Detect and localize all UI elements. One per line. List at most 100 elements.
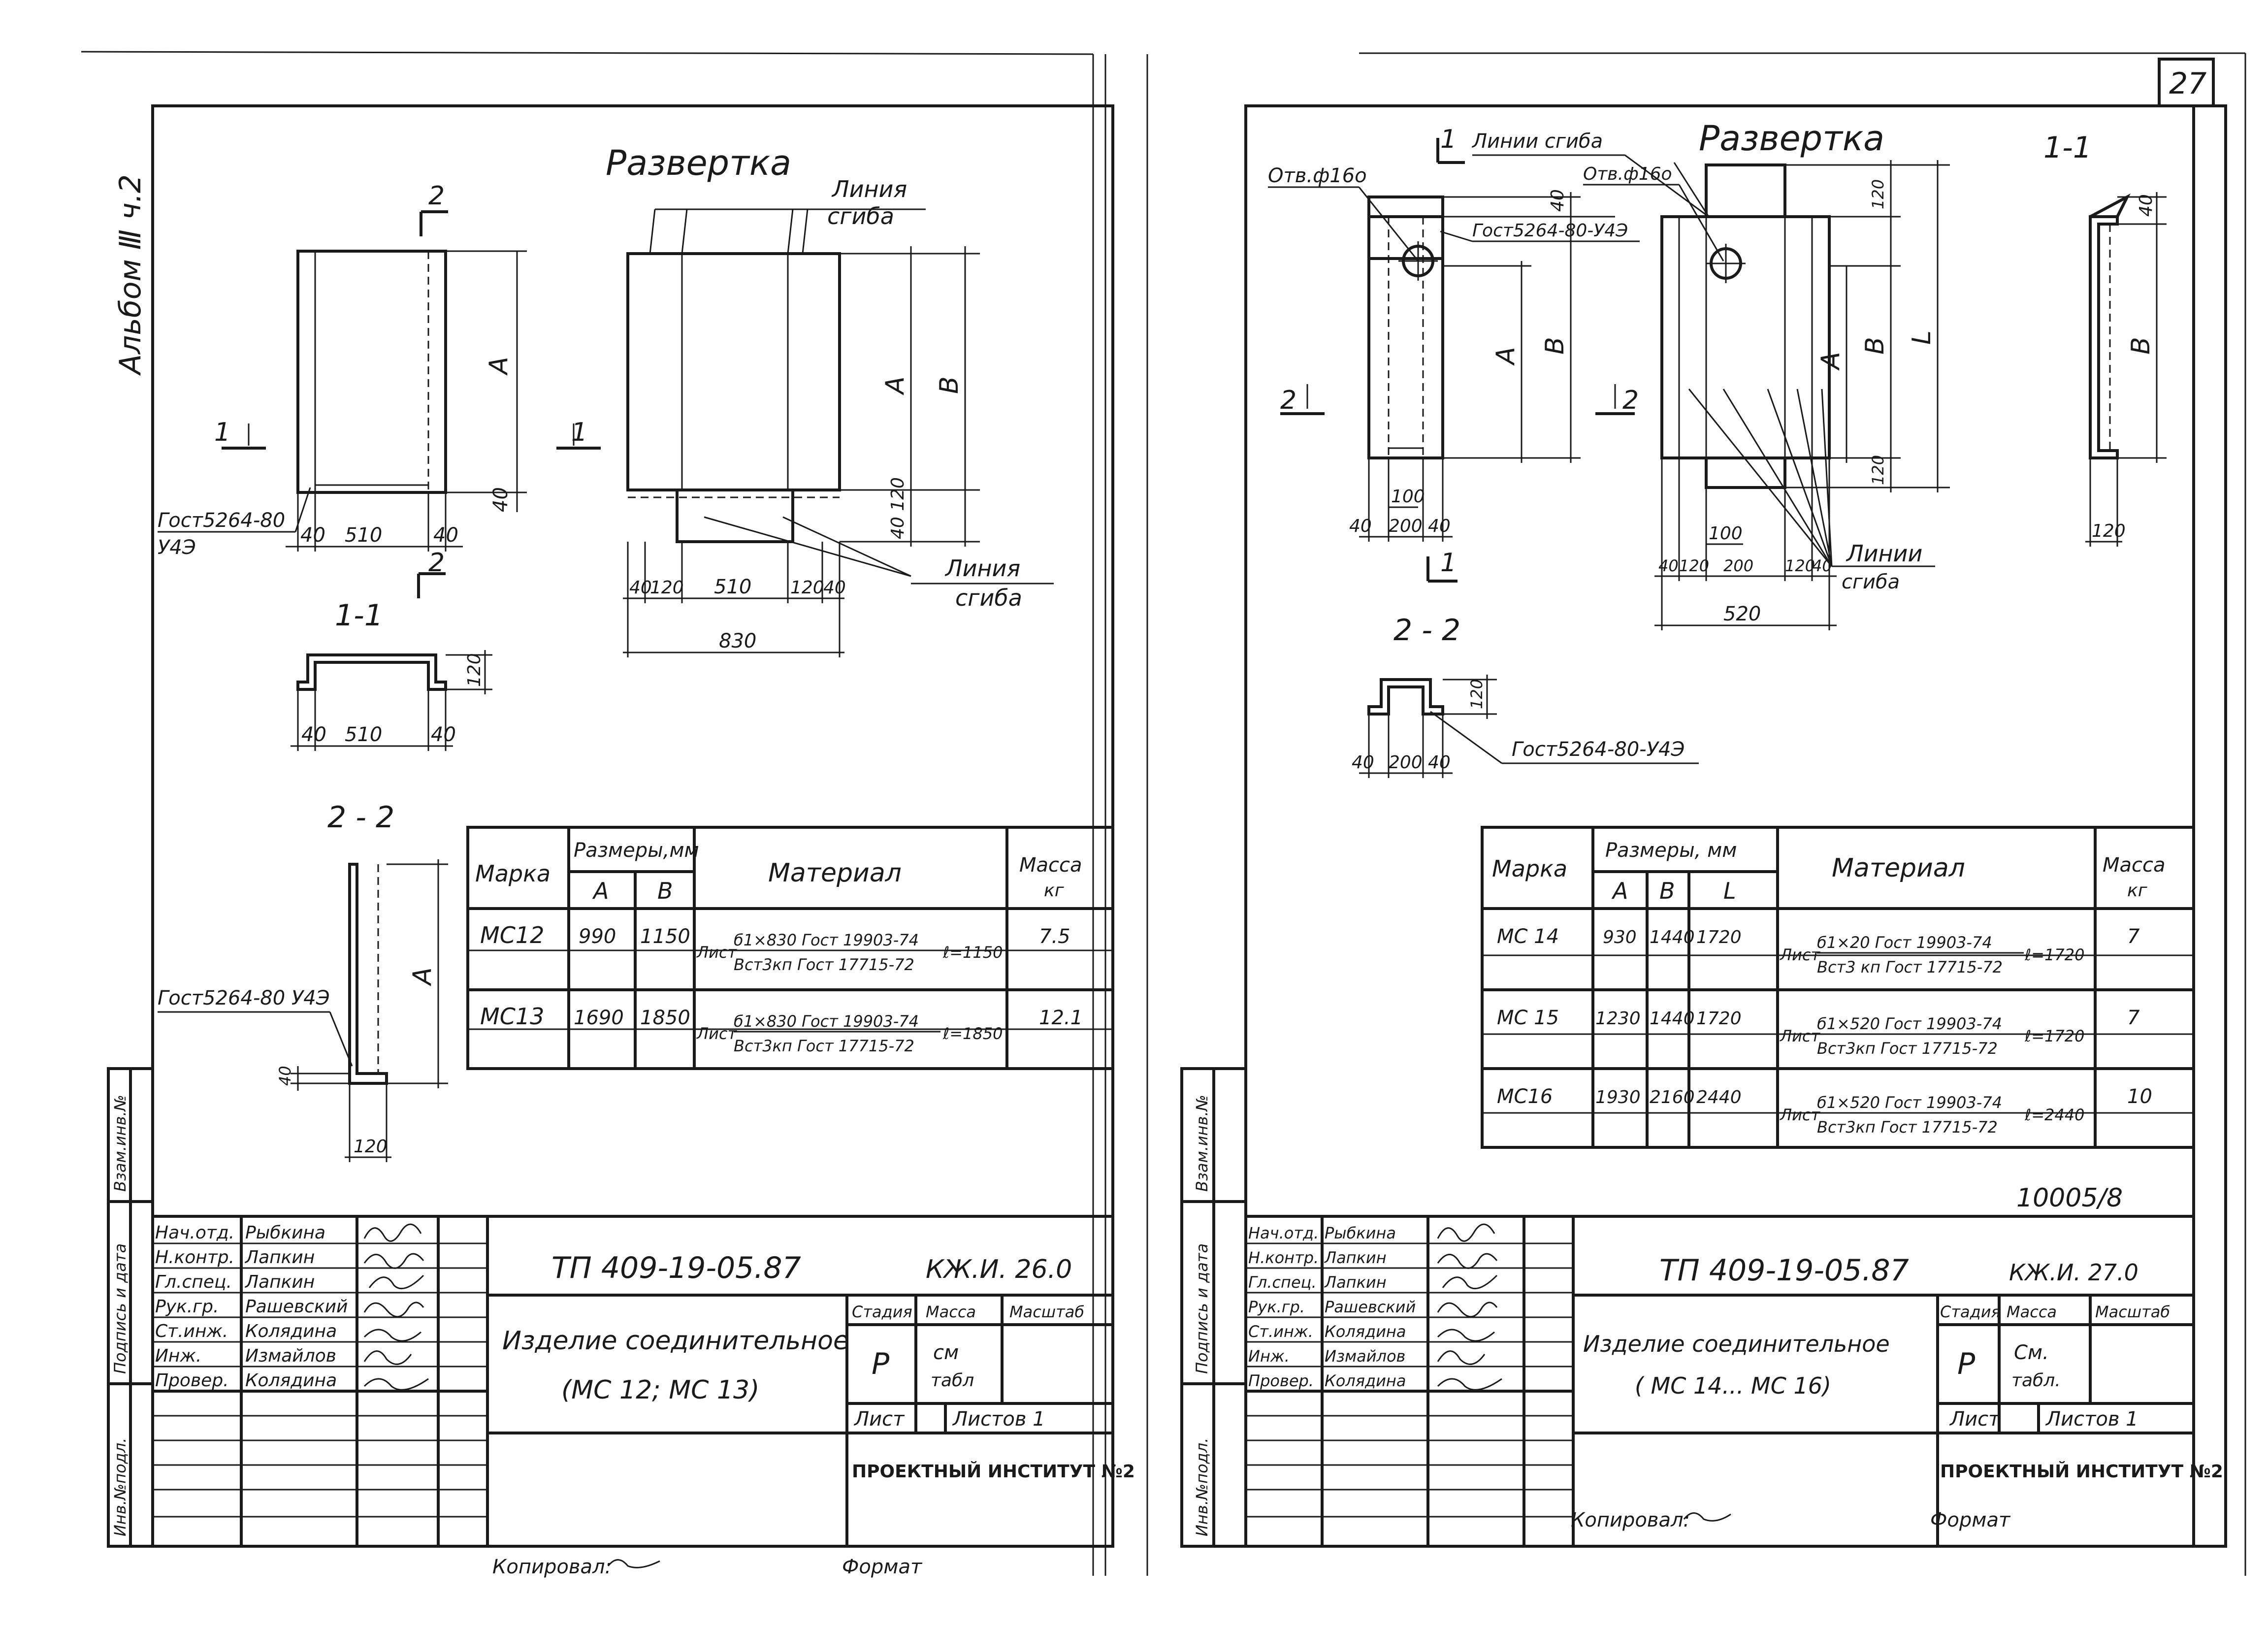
left-podpis-data: Подпись и дата [111, 1243, 130, 1374]
left-sec22-gost: Гост5264-80 У4Э [158, 987, 330, 1009]
left-razv-B: В [935, 376, 964, 394]
left-role-4: Ст.инж. [155, 1321, 228, 1341]
left-role-3: Рук.гр. [155, 1297, 219, 1317]
right-massa-v-2: табл. [2011, 1370, 2061, 1391]
right-dim-A: А [1491, 347, 1521, 366]
right-row2-mass: 7 [2127, 1007, 2140, 1029]
left-row2-A: 1690 [574, 1007, 624, 1029]
right-razv-B: В [1860, 337, 1890, 355]
right-row2-A: 1230 [1595, 1009, 1641, 1029]
left-role-0: Нач.отд. [155, 1223, 234, 1243]
left-row1-len: ℓ=1150 [942, 943, 1003, 962]
right-name-0: Рыбкина [1325, 1224, 1396, 1242]
left-dim-A: А [484, 357, 514, 376]
left-role-6: Провер. [155, 1370, 229, 1391]
right-razv-120d: 120 [1785, 556, 1815, 575]
left-signatures [363, 1223, 429, 1391]
left-razv-120b: 120 [790, 578, 824, 598]
right-sec11-120: 120 [2092, 521, 2126, 541]
left-org: ПРОЕКТНЫЙ ИНСТИТУТ №2 [852, 1461, 1135, 1482]
right-role-5: Инж. [1248, 1347, 1290, 1366]
right-masshtab-h: Масштаб [2095, 1302, 2170, 1321]
right-sec2-mid: 2 [1622, 386, 1639, 415]
left-name-6: Колядина [245, 1370, 337, 1391]
right-bendlines-top: Линии сгиба [1471, 130, 1603, 153]
right-role-4: Ст.инж. [1248, 1322, 1313, 1341]
left-row2-mat-top: б1×830 Гост 19903-74 [734, 1012, 919, 1031]
right-dim-40a: 40 [1349, 516, 1372, 536]
left-row1-mass: 7.5 [1039, 925, 1070, 948]
left-table-h-marka: Марка [475, 860, 551, 887]
right-row1-list: Лист [1780, 945, 1820, 964]
left-name-0: Рыбкина [245, 1223, 325, 1243]
left-sec11-40a: 40 [301, 723, 326, 746]
left-name-1: Лапкин [244, 1247, 315, 1268]
outer-frames [81, 51, 2246, 1576]
left-row1-A: 990 [579, 925, 616, 948]
left-format: Формат [842, 1556, 923, 1578]
left-binding-column: Взам.инв.№ Подпись и дата Инв.№подл. [107, 1067, 154, 1548]
left-row2-mat-bot: Вст3кп Гост 17715-72 [734, 1037, 914, 1055]
right-table: Марка Размеры, мм А В L Материал Масса к… [1481, 826, 2195, 1149]
left-razvertka-title: Развертка [606, 143, 791, 183]
right-binding-column: Взам.инв.№ Подпись и дата Инв.№подл. [1180, 1067, 1247, 1548]
right-razv-A: А [1816, 352, 1846, 371]
left-masshtab-h: Масштаб [1009, 1302, 1084, 1321]
right-gost-weld: Гост5264-80-У4Э [1472, 221, 1628, 241]
right-razv-100: 100 [1709, 523, 1743, 544]
left-dim-40: 40 [489, 487, 512, 512]
right-table-h-massa-2: кг [2127, 880, 2148, 901]
left-role-5: Инж. [155, 1346, 201, 1366]
right-row1-mat-top: б1×20 Гост 19903-74 [1817, 933, 1992, 952]
left-listov-h: Листов 1 [952, 1408, 1045, 1431]
right-row2-B: 1440 [1650, 1009, 1695, 1029]
left-bendline-top-2: сгиба [827, 203, 894, 229]
right-sec11-B: В [2126, 337, 2156, 355]
right-signatures [1437, 1223, 1502, 1391]
left-table-h-massa-1: Масса [1019, 854, 1082, 877]
right-table-h-material: Материал [1832, 853, 1965, 883]
left-dim-40a: 40 [300, 524, 325, 547]
right-row3-list: Лист [1780, 1106, 1820, 1124]
left-row1-list: Лист [696, 943, 737, 962]
left-name-3: Рашевский [245, 1297, 348, 1317]
right-row3-mass: 10 [2127, 1085, 2152, 1108]
left-sec22-40: 40 [276, 1066, 294, 1086]
right-dim-40: 40 [1548, 189, 1568, 212]
right-razv-120b: 120 [1869, 455, 1887, 485]
left-gost-weld-2: У4Э [158, 536, 196, 559]
left-razv-40120: 40 120 [888, 477, 908, 539]
left-role-1: Н.контр. [155, 1247, 234, 1268]
right-name-2: Лапкин [1324, 1273, 1387, 1292]
right-dim-40b: 40 [1428, 516, 1451, 536]
left-sec1-left: 1 [214, 418, 230, 447]
left-razv-A: А [880, 376, 910, 395]
left-stadia-v: Р [872, 1347, 890, 1381]
left-table-h-B: В [657, 878, 673, 904]
left-massa-v-1: см [933, 1341, 959, 1364]
right-section-1-1: 1-1 40 В 120 [2043, 130, 2167, 547]
right-row2-L: 1720 [1696, 1009, 1742, 1029]
right-sec22-label: 2 - 2 [1393, 613, 1460, 648]
right-archive-no: 10005/8 [2016, 1183, 2123, 1213]
left-name-4: Колядина [245, 1321, 337, 1341]
right-role-0: Нач.отд. [1248, 1224, 1319, 1242]
left-list-h: Лист [853, 1408, 905, 1431]
right-sec11-label: 1-1 [2043, 130, 2092, 165]
left-massa-h: Масса [926, 1302, 976, 1321]
right-name-3: Рашевский [1325, 1298, 1416, 1316]
right-stadia-h: Стадия [1940, 1302, 2001, 1321]
left-front-view: 2 1 1 А 40 40 510 40 Гост5264-80 У4Э [158, 181, 601, 559]
right-row2-len: ℓ=1720 [2024, 1027, 2084, 1045]
right-table-h-L: L [1723, 878, 1736, 904]
left-stadia-h: Стадия [852, 1302, 912, 1321]
right-name-4: Колядина [1325, 1322, 1406, 1341]
right-row3-marka: МС16 [1497, 1085, 1553, 1108]
left-razv-40a: 40 [629, 578, 652, 598]
right-razvertka-title: Развертка [1699, 118, 1884, 159]
right-name-1: Лапкин [1324, 1248, 1387, 1267]
left-sec2-mid: 2 [428, 548, 445, 578]
right-row3-B: 2160 [1650, 1087, 1695, 1107]
right-format: Формат [1930, 1509, 2011, 1531]
right-table-h-A: А [1611, 878, 1628, 904]
